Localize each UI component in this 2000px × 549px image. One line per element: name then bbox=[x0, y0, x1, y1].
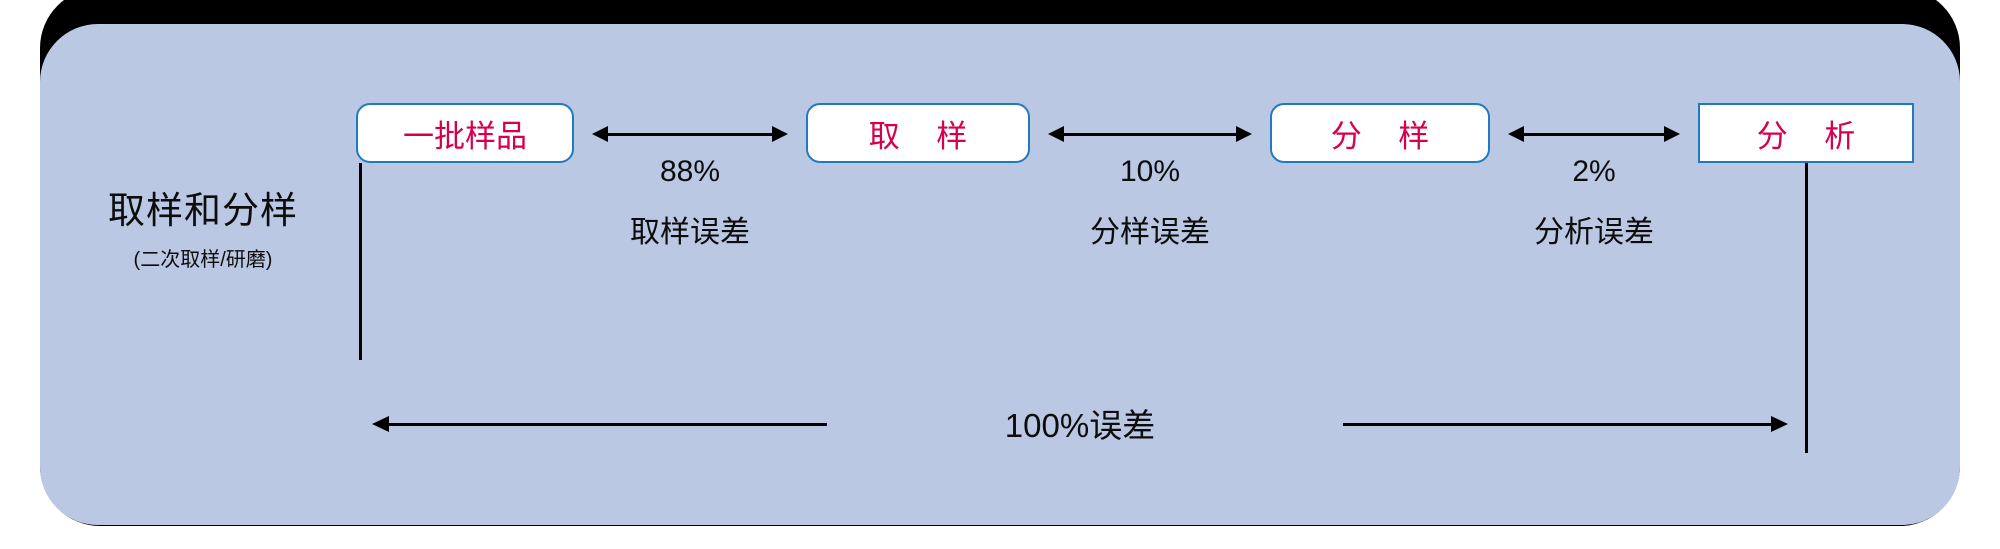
page-subtitle: (二次取样/研磨) bbox=[133, 248, 273, 271]
total-error-label: 100%误差 bbox=[1004, 407, 1156, 444]
node-analysis[interactable]: 分 析 bbox=[1698, 103, 1914, 163]
arrow-line bbox=[1517, 133, 1671, 136]
node-sampling[interactable]: 取 样 bbox=[806, 103, 1030, 163]
arrow-total-error: 100%误差 bbox=[372, 407, 1788, 444]
drop-line-left bbox=[359, 163, 362, 360]
node-subsampling[interactable]: 分 样 bbox=[1270, 103, 1490, 163]
node-label: 取 样 bbox=[868, 118, 982, 154]
gap-percent-subsampling: 10% bbox=[1119, 155, 1181, 188]
arrow-line bbox=[1057, 133, 1243, 136]
arrow-left-head-icon bbox=[1048, 126, 1064, 142]
arrow-line-left bbox=[387, 423, 827, 426]
node-label: 一批样品 bbox=[403, 118, 527, 154]
arrow-right-head-icon bbox=[772, 126, 788, 142]
gap-name-sampling: 取样误差 bbox=[630, 216, 750, 249]
arrow-left-head-icon bbox=[372, 416, 389, 432]
arrow-line bbox=[601, 133, 779, 136]
arrow-right-head-icon bbox=[1664, 126, 1680, 142]
node-batch-sample[interactable]: 一批样品 bbox=[356, 103, 574, 163]
drop-line-right bbox=[1805, 163, 1808, 453]
arrow-left-head-icon bbox=[592, 126, 608, 142]
arrow-right-head-icon bbox=[1771, 416, 1788, 432]
arrow-subsampling-error bbox=[1048, 126, 1252, 142]
node-label: 分 样 bbox=[1330, 118, 1444, 154]
gap-percent-analysis: 2% bbox=[1572, 155, 1616, 188]
title-block: 取样和分样 (二次取样/研磨) bbox=[58, 190, 348, 272]
arrow-right-head-icon bbox=[1236, 126, 1252, 142]
diagram-panel bbox=[40, 24, 1960, 525]
arrow-left-head-icon bbox=[1508, 126, 1524, 142]
gap-name-subsampling: 分样误差 bbox=[1090, 216, 1210, 249]
arrow-sampling-error bbox=[592, 126, 788, 142]
page-title: 取样和分样 bbox=[108, 190, 298, 231]
gap-name-analysis: 分析误差 bbox=[1534, 216, 1654, 249]
arrow-line-right bbox=[1343, 423, 1773, 426]
gap-percent-sampling: 88% bbox=[659, 155, 721, 188]
arrow-analysis-error bbox=[1508, 126, 1680, 142]
node-label: 分 析 bbox=[1756, 118, 1870, 154]
